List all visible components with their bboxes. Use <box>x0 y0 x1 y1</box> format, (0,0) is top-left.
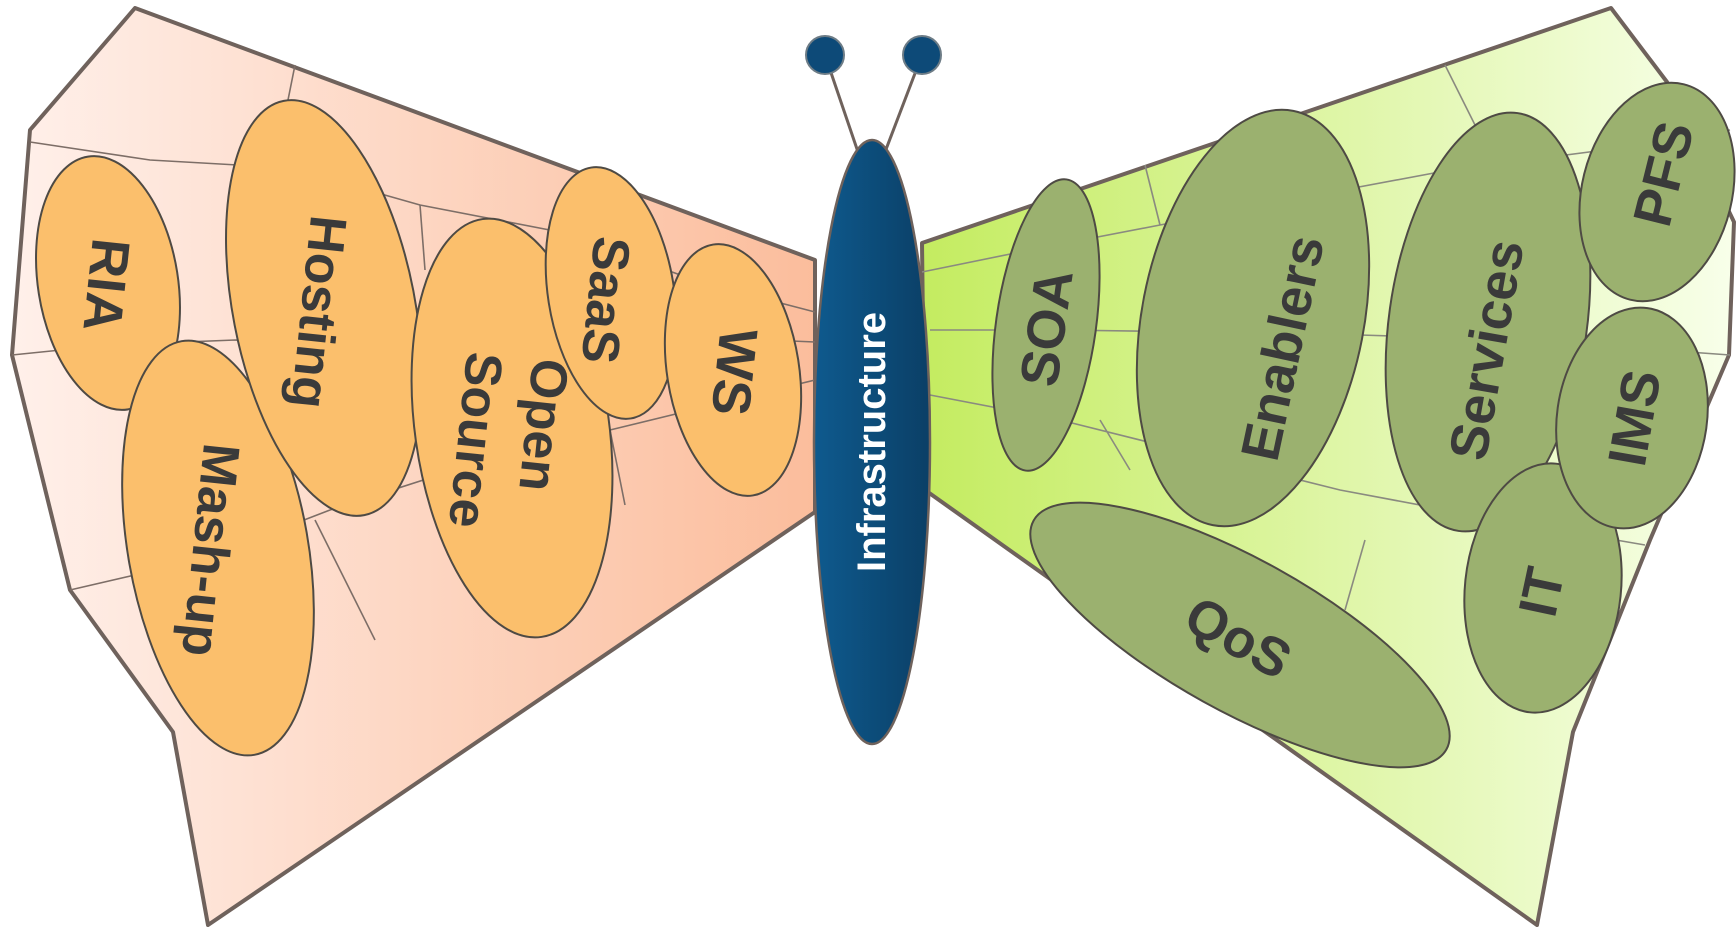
bubble-soa <box>991 178 1101 472</box>
bubble-ims <box>1555 306 1709 530</box>
antennae <box>805 35 942 153</box>
label-open: Open <box>507 356 579 494</box>
bubble-qos <box>1029 501 1451 769</box>
bubble-pfs <box>1578 81 1736 303</box>
bubble-services <box>1384 111 1592 533</box>
left-bubbles <box>35 99 803 757</box>
label-ws: WS <box>700 326 769 419</box>
label-ria: RIA <box>71 236 140 335</box>
bubble-saas <box>544 166 678 420</box>
bubble-ws <box>663 243 803 497</box>
label-infrastructure: Infrastructure <box>850 312 894 572</box>
bubble-hosting <box>225 99 423 517</box>
antenna-tip-right <box>902 35 942 75</box>
bubble-ria <box>35 155 181 411</box>
antenna-tip-left <box>805 35 845 75</box>
bubble-mash-up <box>121 339 315 757</box>
label-saas: SaaS <box>570 234 641 367</box>
bubble-it <box>1463 462 1623 714</box>
right-bubbles <box>991 81 1736 769</box>
body-shape <box>812 138 932 746</box>
bubble-enablers <box>1135 108 1371 528</box>
body: Infrastructure <box>812 138 932 746</box>
